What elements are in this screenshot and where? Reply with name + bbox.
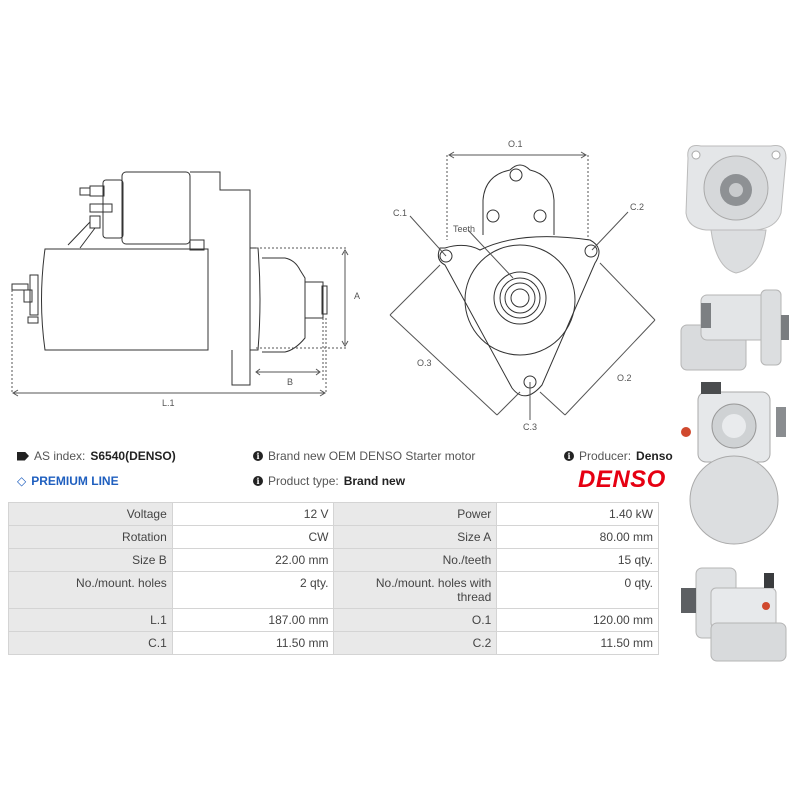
info-icon: i [253, 476, 263, 486]
table-row: Voltage 12 V Power 1.40 kW [8, 502, 659, 526]
spec-key: Rotation [8, 525, 173, 549]
info-icon: i [564, 451, 574, 461]
spec-value: 80.00 mm [496, 525, 659, 549]
spec-value: 2 qty. [171, 571, 335, 609]
dim-label-b: B [287, 377, 294, 387]
table-row: No./mount. holes 2 qty. No./mount. holes… [8, 571, 659, 609]
spec-key: Power [333, 502, 498, 526]
premium-line-badge[interactable]: ◇ PREMIUM LINE [17, 474, 119, 488]
front-view-photo[interactable] [676, 138, 791, 278]
spec-key: No./mount. holes with thread [333, 571, 498, 609]
as-index: AS index: S6540(DENSO) [17, 449, 176, 463]
spec-key: L.1 [8, 608, 173, 632]
dim-label-o1: O.1 [508, 139, 523, 149]
spec-value: 120.00 mm [496, 608, 659, 632]
spec-value: 11.50 mm [496, 631, 659, 655]
dim-label-c2: C.2 [630, 202, 645, 212]
spec-value: 12 V [171, 502, 335, 526]
spec-key: C.2 [333, 631, 498, 655]
denso-logo: DENSO [578, 466, 666, 493]
product-type-label: Product type: [268, 474, 339, 488]
info-icon: i [253, 451, 263, 461]
spec-key-text: No./mount. holes with thread [375, 576, 492, 604]
description-text: Brand new OEM DENSO Starter motor [268, 449, 476, 463]
spec-value: 0 qty. [496, 571, 659, 609]
dim-label-teeth: Teeth [453, 224, 476, 234]
dim-label-c1: C.1 [393, 208, 408, 218]
product-type-value: Brand new [343, 474, 406, 488]
spec-value: 15 qty. [496, 548, 659, 572]
spec-key: No./teeth [333, 548, 498, 572]
table-row: Size B 22.00 mm No./teeth 15 qty. [8, 548, 659, 572]
side-view-photo-2[interactable] [676, 558, 791, 668]
spec-value: 187.00 mm [171, 608, 335, 632]
spec-key: Size B [8, 548, 173, 572]
as-index-label: AS index: [34, 449, 86, 463]
dim-label-a: A [354, 291, 361, 301]
producer-value: Denso [636, 449, 673, 463]
spec-value: 11.50 mm [171, 631, 335, 655]
table-row: L.1 187.00 mm O.1 120.00 mm [8, 608, 659, 632]
spec-value: 1.40 kW [496, 502, 659, 526]
producer: i Producer: Denso [564, 449, 673, 463]
tag-icon [17, 451, 29, 461]
spec-value: 22.00 mm [171, 548, 335, 572]
dim-label-o2: O.2 [617, 373, 632, 383]
dim-label-l1: L.1 [162, 398, 175, 408]
product-type: i Product type: Brand new [253, 474, 405, 488]
spec-key: Size A [333, 525, 498, 549]
spec-value: CW [171, 525, 335, 549]
spec-key: C.1 [8, 631, 173, 655]
premium-line-label: PREMIUM LINE [31, 474, 119, 488]
specs-table: Voltage 12 V Power 1.40 kW Rotation CW S… [8, 502, 659, 655]
as-index-value: S6540(DENSO) [90, 449, 176, 463]
table-row: Rotation CW Size A 80.00 mm [8, 525, 659, 549]
front-view-drawing: O.1 C.1 C.2 Teeth O.3 O.2 C.3 [370, 130, 670, 432]
spec-key: No./mount. holes [8, 571, 173, 609]
product-description: i Brand new OEM DENSO Starter motor [253, 449, 475, 463]
dim-label-o3: O.3 [417, 358, 432, 368]
spec-key: Voltage [8, 502, 173, 526]
rear-view-photo[interactable] [676, 382, 791, 552]
diamond-icon: ◇ [17, 474, 27, 488]
spec-key: O.1 [333, 608, 498, 632]
producer-label: Producer: [579, 449, 632, 463]
table-row: C.1 11.50 mm C.2 11.50 mm [8, 631, 659, 655]
dim-label-c3: C.3 [523, 422, 538, 432]
side-view-drawing: A B L.1 [0, 160, 360, 410]
side-view-photo[interactable] [676, 285, 791, 375]
